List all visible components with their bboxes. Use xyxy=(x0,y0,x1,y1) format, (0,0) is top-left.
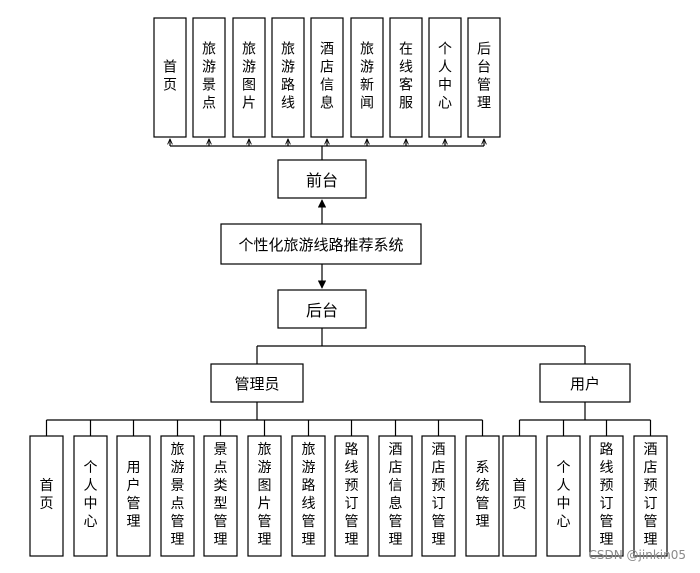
front-label: 前台 xyxy=(306,171,338,190)
admin-module-0-label: 首页 xyxy=(40,478,54,512)
frontend-module-6-label: 在线客服 xyxy=(399,41,413,111)
frontend-module-3: 旅游路线 xyxy=(271,17,305,138)
admin-module-8-label: 酒店信息管理 xyxy=(389,442,403,548)
frontend-module-0-label: 首页 xyxy=(163,59,177,93)
frontend-module-6: 在线客服 xyxy=(389,17,423,138)
user-module-3: 酒店预订管理 xyxy=(633,435,668,557)
frontend-modules: 首页 旅游景点 旅游图片 旅游路线 酒店信息 旅游新闻 在线客服 个人中心 后台管理 xyxy=(153,17,501,138)
frontend-module-7: 个人中心 xyxy=(428,17,462,138)
admin-module-8: 酒店信息管理 xyxy=(378,435,413,557)
user-node: 用户 xyxy=(539,363,631,403)
admin-module-3: 旅游景点管理 xyxy=(160,435,195,557)
back-node: 后台 xyxy=(277,289,367,329)
frontend-module-4: 酒店信息 xyxy=(310,17,344,138)
user-module-2-label: 路线预订管理 xyxy=(600,442,614,548)
user-modules: 首页 个人中心 路线预订管理 酒店预订管理 xyxy=(502,435,668,557)
admin-module-2-label: 用户管理 xyxy=(127,460,141,530)
frontend-module-2-label: 旅游图片 xyxy=(242,41,256,111)
admin-modules: 首页 个人中心 用户管理 旅游景点管理 景点类型管理 旅游图片管理 旅游路线管理 路线预订管理… xyxy=(29,435,500,557)
user-module-1-label: 个人中心 xyxy=(557,460,571,530)
frontend-module-4-label: 酒店信息 xyxy=(320,41,334,111)
frontend-module-5-label: 旅游新闻 xyxy=(360,41,374,111)
user-module-0: 首页 xyxy=(502,435,537,557)
frontend-module-2: 旅游图片 xyxy=(232,17,266,138)
frontend-module-8-label: 后台管理 xyxy=(477,41,491,111)
admin-module-10-label: 系统管理 xyxy=(476,460,490,530)
user-label: 用户 xyxy=(570,375,600,393)
admin-module-9: 酒店预订管理 xyxy=(421,435,456,557)
back-label: 后台 xyxy=(306,301,338,320)
admin-module-6-label: 旅游路线管理 xyxy=(302,442,316,548)
front-node: 前台 xyxy=(277,159,367,199)
frontend-module-7-label: 个人中心 xyxy=(438,41,452,111)
admin-module-7-label: 路线预订管理 xyxy=(345,442,359,548)
frontend-module-5: 旅游新闻 xyxy=(350,17,384,138)
admin-module-5: 旅游图片管理 xyxy=(247,435,282,557)
admin-module-9-label: 酒店预订管理 xyxy=(432,442,446,548)
user-module-1: 个人中心 xyxy=(546,435,581,557)
system-title-node: 个性化旅游线路推荐系统 xyxy=(220,223,422,265)
frontend-module-0: 首页 xyxy=(153,17,187,138)
admin-module-4-label: 景点类型管理 xyxy=(214,442,228,548)
frontend-module-8: 后台管理 xyxy=(467,17,501,138)
admin-node: 管理员 xyxy=(210,363,304,403)
admin-module-4: 景点类型管理 xyxy=(203,435,238,557)
admin-module-7: 路线预订管理 xyxy=(334,435,369,557)
admin-module-5-label: 旅游图片管理 xyxy=(258,442,272,548)
admin-label: 管理员 xyxy=(234,375,279,393)
watermark: CSDN @jinkin05 xyxy=(589,548,686,562)
connector-lines xyxy=(45,139,652,436)
frontend-module-1-label: 旅游景点 xyxy=(202,41,216,111)
admin-module-0: 首页 xyxy=(29,435,64,557)
frontend-module-3-label: 旅游路线 xyxy=(281,41,295,111)
system-title: 个性化旅游线路推荐系统 xyxy=(238,236,403,254)
admin-module-3-label: 旅游景点管理 xyxy=(171,442,185,548)
admin-module-1: 个人中心 xyxy=(73,435,108,557)
admin-module-10: 系统管理 xyxy=(465,435,500,557)
frontend-module-1: 旅游景点 xyxy=(192,17,226,138)
user-module-2: 路线预订管理 xyxy=(589,435,624,557)
admin-module-6: 旅游路线管理 xyxy=(291,435,326,557)
admin-module-2: 用户管理 xyxy=(116,435,151,557)
user-module-0-label: 首页 xyxy=(513,478,527,512)
admin-module-1-label: 个人中心 xyxy=(84,460,98,530)
user-module-3-label: 酒店预订管理 xyxy=(644,442,658,548)
